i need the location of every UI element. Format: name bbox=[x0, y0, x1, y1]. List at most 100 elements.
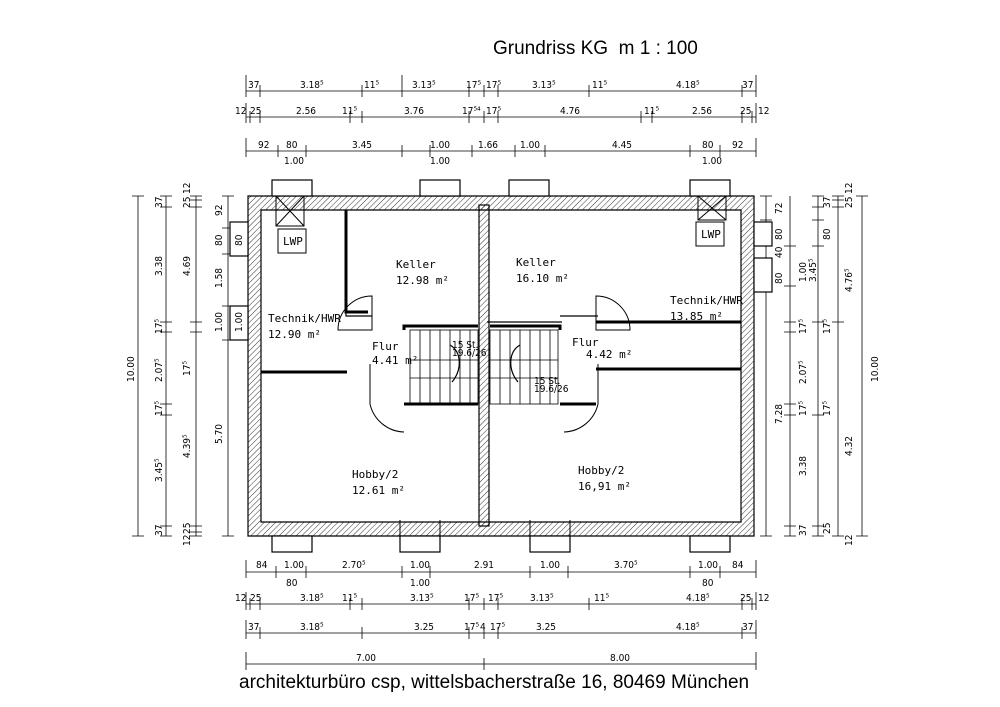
room-name-hobby-right: Hobby/2 bbox=[578, 464, 624, 477]
svg-text:80: 80 bbox=[234, 234, 245, 246]
svg-text:2.07⁵: 2.07⁵ bbox=[154, 358, 165, 382]
svg-text:3.13⁵: 3.13⁵ bbox=[532, 80, 556, 91]
svg-text:12: 12 bbox=[844, 535, 855, 546]
svg-text:4.39⁵: 4.39⁵ bbox=[182, 434, 193, 458]
svg-text:12: 12 bbox=[182, 535, 193, 546]
svg-text:80: 80 bbox=[774, 228, 785, 240]
svg-text:4.18⁵: 4.18⁵ bbox=[686, 593, 710, 604]
room-name-technik-left: Technik/HWR bbox=[268, 312, 341, 325]
room-name-flur-right: Flur bbox=[572, 336, 599, 349]
svg-text:12: 12 bbox=[235, 593, 246, 604]
svg-text:80: 80 bbox=[214, 234, 225, 246]
svg-text:19.6/26: 19.6/26 bbox=[452, 348, 487, 359]
svg-text:3.45⁵: 3.45⁵ bbox=[154, 458, 165, 482]
room-area-hobby-right: 16,91 m² bbox=[578, 480, 631, 493]
dimension-ticks bbox=[132, 75, 868, 670]
lwp-label-left: LWP bbox=[283, 235, 303, 248]
svg-text:4.76⁵: 4.76⁵ bbox=[844, 268, 855, 292]
svg-text:92: 92 bbox=[214, 205, 225, 216]
svg-text:37: 37 bbox=[742, 622, 753, 633]
svg-text:12: 12 bbox=[758, 593, 769, 604]
svg-text:17⁵: 17⁵ bbox=[798, 319, 809, 334]
room-name-hobby-left: Hobby/2 bbox=[352, 468, 398, 481]
svg-text:17⁵⁴: 17⁵⁴ bbox=[462, 106, 481, 117]
svg-text:25: 25 bbox=[182, 523, 193, 534]
svg-text:4.32: 4.32 bbox=[844, 436, 855, 456]
svg-text:25: 25 bbox=[844, 197, 855, 208]
svg-text:25: 25 bbox=[250, 593, 261, 604]
footer-address: architekturbüro csp, wittelsbacherstraße… bbox=[239, 672, 750, 693]
svg-text:4.76: 4.76 bbox=[560, 106, 580, 117]
svg-text:3.13⁵: 3.13⁵ bbox=[412, 80, 436, 91]
svg-text:1.00: 1.00 bbox=[798, 262, 809, 282]
svg-text:1.00: 1.00 bbox=[284, 560, 304, 571]
svg-text:17⁵: 17⁵ bbox=[822, 401, 833, 416]
svg-text:3.70⁵: 3.70⁵ bbox=[614, 560, 638, 571]
svg-text:1.00: 1.00 bbox=[698, 560, 718, 571]
svg-text:12: 12 bbox=[758, 106, 769, 117]
svg-text:11⁵: 11⁵ bbox=[594, 593, 609, 604]
svg-text:92: 92 bbox=[732, 140, 743, 151]
drawing-title: Grundriss KG m 1 : 100 bbox=[493, 38, 698, 59]
svg-text:80: 80 bbox=[286, 578, 298, 589]
svg-text:84: 84 bbox=[256, 560, 268, 571]
svg-text:2.56: 2.56 bbox=[296, 106, 316, 117]
svg-text:72: 72 bbox=[774, 203, 785, 214]
svg-text:37: 37 bbox=[248, 80, 259, 91]
svg-text:12: 12 bbox=[235, 106, 246, 117]
svg-text:15 St.: 15 St. bbox=[452, 340, 478, 351]
svg-text:11⁵: 11⁵ bbox=[342, 106, 357, 117]
svg-text:2.56: 2.56 bbox=[692, 106, 712, 117]
room-area-hobby-left: 12.61 m² bbox=[352, 484, 405, 497]
svg-text:19.6/26: 19.6/26 bbox=[534, 384, 569, 395]
room-area-flur-right: 4.42 m² bbox=[586, 348, 632, 361]
svg-text:80: 80 bbox=[822, 228, 833, 240]
stairs bbox=[409, 329, 559, 405]
svg-text:7.00: 7.00 bbox=[356, 653, 376, 664]
svg-text:80: 80 bbox=[702, 140, 714, 151]
svg-text:37: 37 bbox=[798, 525, 809, 536]
svg-text:1.66: 1.66 bbox=[478, 140, 498, 151]
svg-text:37: 37 bbox=[742, 80, 753, 91]
room-area-technik-left: 12.90 m² bbox=[268, 328, 321, 341]
svg-text:17⁵: 17⁵ bbox=[154, 401, 165, 416]
svg-text:17⁵: 17⁵ bbox=[488, 593, 503, 604]
dimension-lines bbox=[137, 90, 863, 665]
walls bbox=[247, 195, 755, 537]
svg-text:80: 80 bbox=[774, 272, 785, 284]
svg-text:11⁵: 11⁵ bbox=[364, 80, 379, 91]
svg-text:15 St.: 15 St. bbox=[534, 376, 560, 387]
svg-text:3.76: 3.76 bbox=[404, 106, 424, 117]
dimensions-top: 37 3.18⁵ 11⁵ 3.13⁵ 17⁵ 17⁵ 3.13⁵ 11⁵ 4.1… bbox=[235, 80, 769, 167]
room-name-technik-right: Technik/HWR bbox=[670, 294, 743, 307]
svg-text:1.00: 1.00 bbox=[284, 156, 304, 167]
svg-text:12: 12 bbox=[844, 183, 855, 194]
svg-text:1.00: 1.00 bbox=[520, 140, 540, 151]
svg-text:4.18⁵: 4.18⁵ bbox=[676, 80, 700, 91]
room-name-flur-left: Flur bbox=[372, 340, 399, 353]
room-area-keller-right: 16.10 m² bbox=[516, 272, 569, 285]
svg-text:37: 37 bbox=[154, 197, 165, 208]
svg-text:17⁵: 17⁵ bbox=[486, 106, 501, 117]
svg-text:3.38: 3.38 bbox=[154, 256, 165, 276]
door-swings bbox=[337, 295, 631, 542]
svg-text:4.69: 4.69 bbox=[182, 256, 193, 276]
dimensions-right: 72 80 40 80 7.28 1.00 17⁵ 2.07⁵ 17⁵ 3.38… bbox=[774, 183, 881, 546]
svg-text:1.58: 1.58 bbox=[214, 268, 225, 288]
svg-text:25: 25 bbox=[250, 106, 261, 117]
svg-text:37: 37 bbox=[822, 197, 833, 208]
svg-text:1.00: 1.00 bbox=[430, 156, 450, 167]
svg-text:3.25: 3.25 bbox=[414, 622, 434, 633]
svg-text:4: 4 bbox=[480, 622, 486, 633]
svg-text:17⁵: 17⁵ bbox=[490, 622, 505, 633]
svg-text:3.45⁵: 3.45⁵ bbox=[808, 258, 819, 282]
svg-text:1.00: 1.00 bbox=[410, 560, 430, 571]
svg-text:80: 80 bbox=[702, 578, 714, 589]
room-name-keller-right: Keller bbox=[516, 256, 556, 269]
svg-text:1.00: 1.00 bbox=[540, 560, 560, 571]
svg-text:3.25: 3.25 bbox=[536, 622, 556, 633]
svg-text:2.70⁵: 2.70⁵ bbox=[342, 560, 366, 571]
room-area-keller-left: 12.98 m² bbox=[396, 274, 449, 287]
svg-text:3.38: 3.38 bbox=[798, 456, 809, 476]
